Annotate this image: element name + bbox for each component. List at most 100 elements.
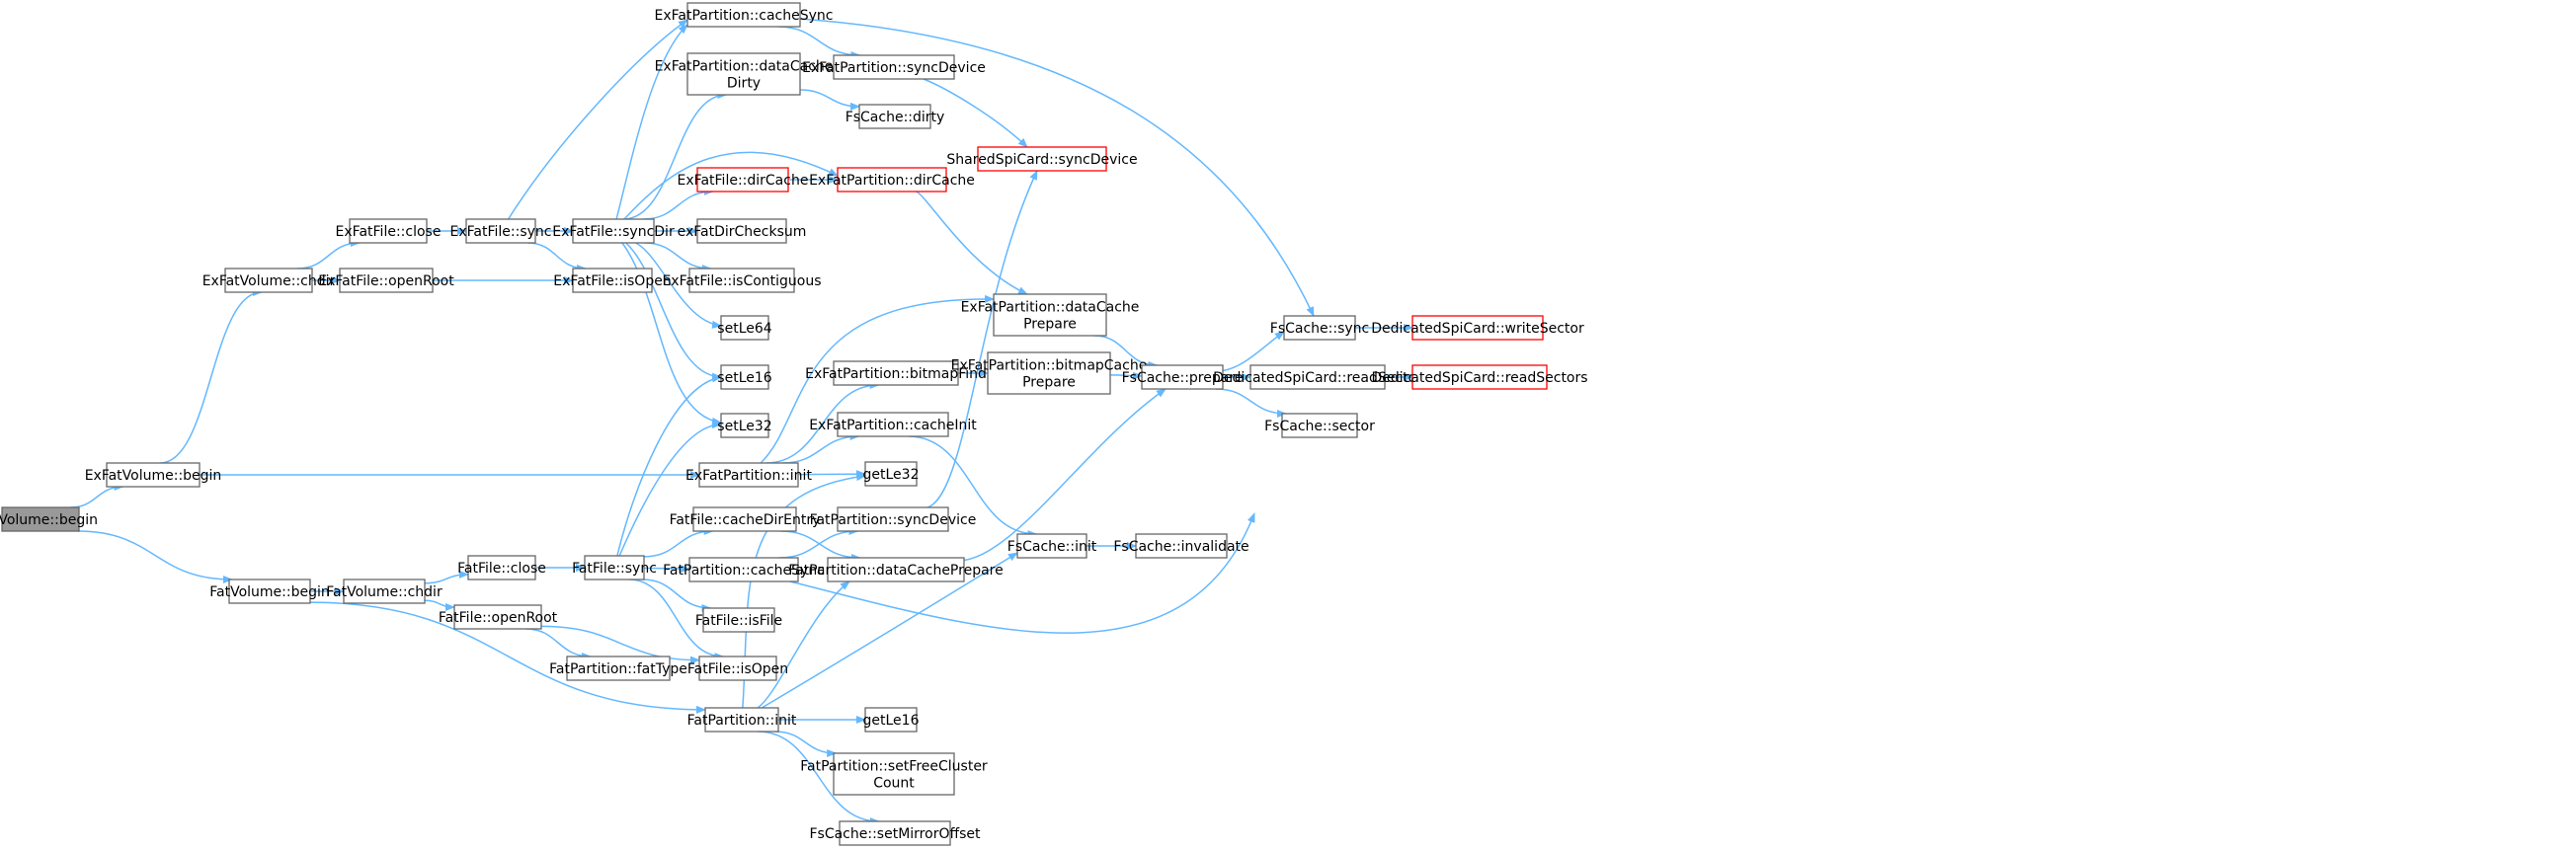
edge-fatfile-sync-to-setle16 [616,374,722,557]
node-label: FatPartition::dataCachePrepare [788,563,1003,579]
edge-exfatpartition-init-to-exfatpartition-datacacheprepare [760,294,995,464]
node-label: FatFile::cacheDirEntry [670,512,821,528]
node-exfatpartition-dircache[interactable]: ExFatPartition::dirCache [809,167,975,193]
node-fsvolume-begin[interactable]: FsVolume::begin [0,506,98,532]
node-fatpartition-fattype[interactable]: FatPartition::fatType [549,656,687,681]
node-label: ExFatPartition::init [685,468,812,484]
edge-exfatpartition-cachesync-to-fscache-sync [799,18,1315,317]
node-label: FsCache::setMirrorOffset [809,826,981,842]
node-exfatfile-close[interactable]: ExFatFile::close [336,218,442,244]
node-exfatfile-syncdir[interactable]: ExFatFile::syncDir [552,218,675,244]
edge-exfatvolume-begin-to-exfatvolume-chdir [160,288,263,464]
node-exfatpartition-bitmapfind[interactable]: ExFatPartition::bitmapFind [805,360,987,386]
node-box [698,656,777,681]
node-exfatvolume-chdir[interactable]: ExFatVolume::chdir [202,268,336,293]
node-exfatfile-isopen[interactable]: ExFatFile::isOpen [553,268,672,293]
edge-exfatfile-syncdir-to-exfatpartition-dircache [623,151,839,220]
node-exfatfile-sync[interactable]: ExFatFile::sync [450,218,552,244]
node-fatpartition-datacacheprepare[interactable]: FatPartition::dataCachePrepare [788,557,1004,582]
node-label: setLe32 [717,419,771,434]
node-fatvolume-chdir[interactable]: FatVolume::chdir [326,579,443,604]
node-fatfile-close[interactable]: FatFile::close [457,555,546,580]
edge-fatfile-openroot-to-fatfile-isopen [540,625,700,664]
node-exfatpartition-init[interactable]: ExFatPartition::init [685,462,812,488]
node-exfatfile-openroot[interactable]: ExFatFile::openRoot [318,268,454,293]
node-fatfile-isfile[interactable]: FatFile::isFile [695,607,782,633]
node-fscache-setmirroroffset[interactable]: FsCache::setMirrorOffset [809,820,981,846]
edge-fatfile-sync-to-fatfile-isfile [642,579,712,612]
node-box [837,412,949,437]
node-label: ExFatFile::sync [450,224,552,240]
node-box [827,557,965,582]
nodes-layer: FsVolume::begin ExFatVolume::beginFatVolu… [0,2,1588,846]
node-fatvolume-begin[interactable]: FatVolume::begin [209,579,330,604]
node-label: FsVolume::begin [0,512,98,528]
node-fscache-dirty[interactable]: FsCache::dirty [845,104,945,129]
node-fscache-invalidate[interactable]: FsCache::invalidate [1113,533,1249,559]
node-getle16[interactable]: getLe16 [863,707,920,733]
node-setle64[interactable]: setLe64 [717,315,772,341]
edge-fatfile-sync-to-fatpartition-cachesync [643,565,690,574]
node-box [339,268,434,293]
node-label: DedicatedSpiCard::readSectors [1371,370,1587,386]
edge-fatpartition-init-to-fscache-setmirroroffset [758,731,880,825]
node-label: exFatDirChecksum [678,224,807,240]
node-exfatdirchecksum[interactable]: exFatDirChecksum [678,218,807,244]
node-exfatpartition-cacheinit[interactable]: ExFatPartition::cacheInit [809,412,977,437]
node-box [688,268,795,293]
node-fatfile-cachedirentry[interactable]: FatFile::cacheDirEntry [670,506,821,532]
node-label: FsCache::sync [1270,321,1369,337]
node-fatfile-openroot[interactable]: FatFile::openRoot [439,604,558,630]
node-fscache-sync[interactable]: FsCache::sync [1270,315,1369,341]
edge-exfatpartition-syncdevice-to-sharedspicard-syncdevice [923,78,1028,148]
edge-fatpartition-cachesync-to-fatpartition-syncdevice [778,527,859,559]
node-label: ExFatVolume::chdir [202,273,336,289]
node-fatpartition-syncdevice[interactable]: FatPartition::syncDevice [810,506,977,532]
node-box [1141,364,1224,390]
node-exfatpartition-datacacheprepare[interactable]: ExFatPartition::dataCachePrepare [961,293,1140,337]
node-label: FatPartition::syncDevice [810,512,977,528]
node-label: setLe16 [717,370,771,386]
node-fscache-prepare[interactable]: FsCache::prepare [1122,364,1244,390]
node-fscache-sector[interactable]: FsCache::sector [1264,413,1375,438]
node-exfatpartition-cachesync[interactable]: ExFatPartition::cacheSync [655,2,834,28]
node-dedicatedspicard-readsector[interactable]: DedicatedSpiCard::readSector [1213,364,1422,390]
node-label: setLe64 [717,321,771,337]
node-setle32[interactable]: setLe32 [717,413,772,438]
node-label: ExFatFile::close [336,224,442,240]
node-getle32[interactable]: getLe32 [863,461,920,487]
node-box [106,462,201,488]
node-fatfile-isopen[interactable]: FatFile::isOpen [687,656,788,681]
node-fscache-init[interactable]: FsCache::init [1007,533,1097,559]
node-box [696,218,787,244]
node-label: getLe32 [863,467,920,483]
node-box [688,557,799,582]
node-exfatfile-iscontiguous[interactable]: ExFatFile::isContiguous [662,268,822,293]
node-fatpartition-cachesync[interactable]: FatPartition::cacheSync [663,557,825,582]
edge-fsvolume-begin-to-fatvolume-begin [78,530,233,583]
edge-exfatpartition-cachesync-to-exfatpartition-syncdevice [777,26,861,59]
edge-fatvolume-chdir-to-fatfile-close [424,570,469,584]
node-label: FsCache::invalidate [1113,539,1248,555]
node-exfatfile-dircache[interactable]: ExFatFile::dirCache [678,167,809,193]
node-label: DedicatedSpiCard::readSector [1213,370,1422,386]
node-setle16[interactable]: setLe16 [717,364,772,390]
node-fatpartition-init[interactable]: FatPartition::init [687,707,797,733]
node-label: ExFatVolume::begin [85,468,222,484]
node-sharedspicard-syncdevice[interactable]: SharedSpiCard::syncDevice [946,146,1138,172]
node-dedicatedspicard-readsectors[interactable]: DedicatedSpiCard::readSectors [1371,364,1588,390]
node-exfatvolume-begin[interactable]: ExFatVolume::begin [85,462,222,488]
edge-exfatpartition-datacacheprepare-to-fscache-prepare [1093,335,1159,369]
edge-fatfile-cachedirentry-to-fatpartition-datacacheprepare [779,530,861,562]
node-exfatpartition-syncdevice[interactable]: ExFatPartition::syncDevice [802,54,986,80]
edge-exfatfile-syncdir-to-exfatpartition-cachesync [615,24,688,220]
node-fatfile-sync[interactable]: FatFile::sync [572,555,657,580]
node-box [692,506,797,532]
node-label: DedicatedSpiCard::writeSector [1371,321,1584,337]
node-label: getLe16 [863,713,920,729]
node-dedicatedspicard-writesector[interactable]: DedicatedSpiCard::writeSector [1371,315,1584,341]
